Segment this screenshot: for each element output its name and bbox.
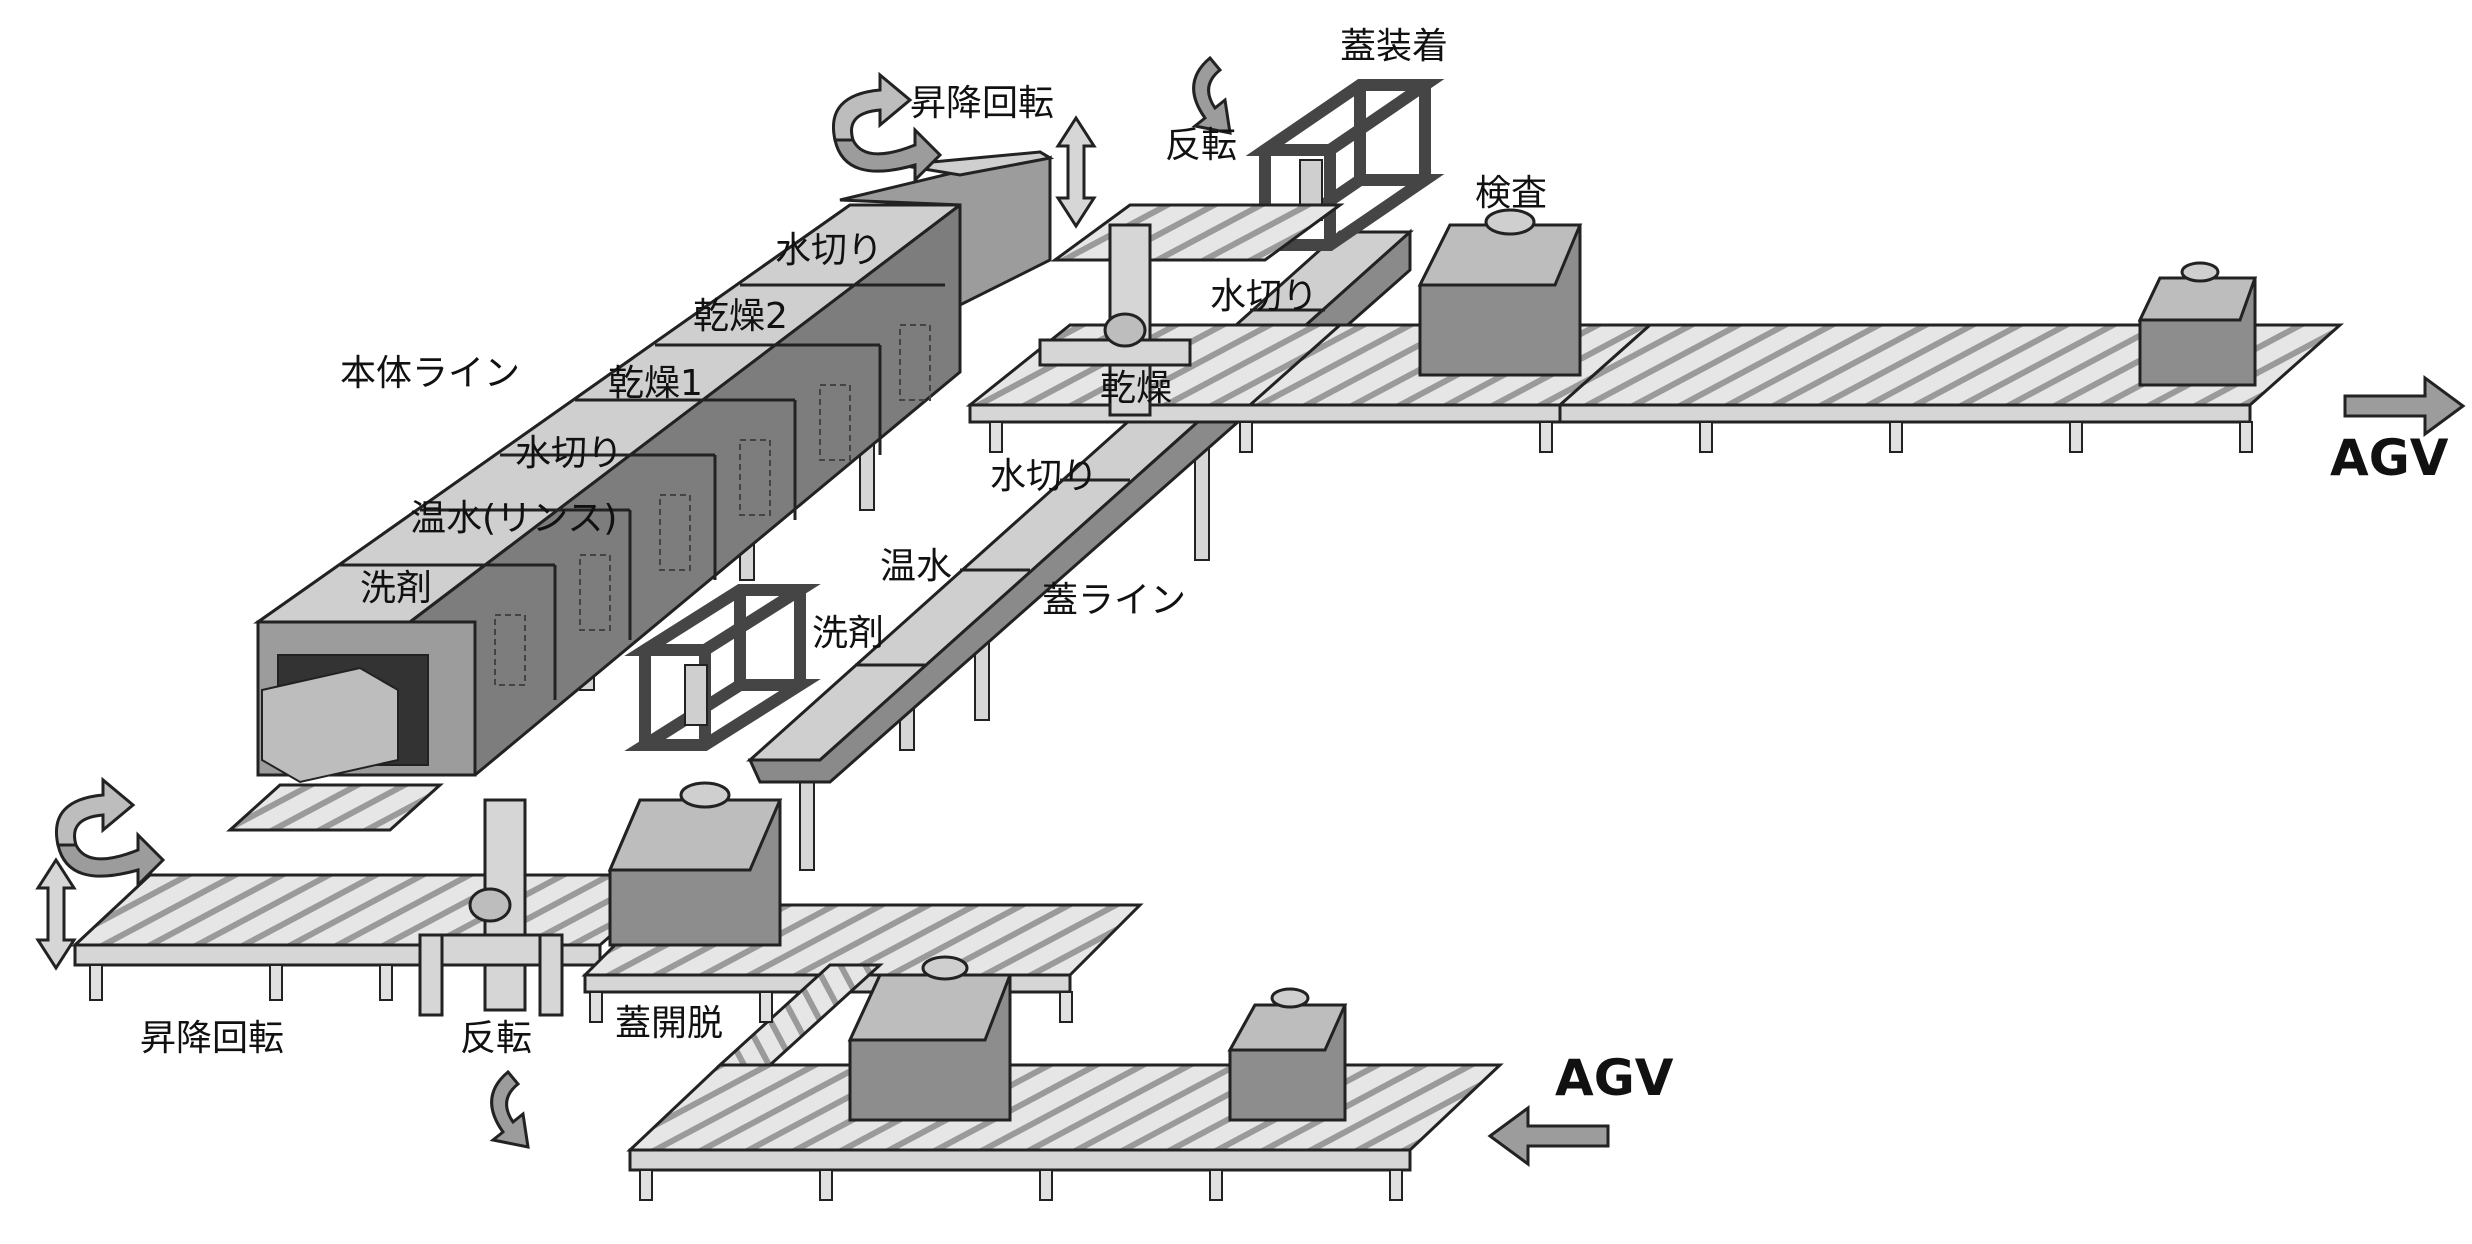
lid-station-label: 乾燥 — [1100, 368, 1172, 409]
lid-station-label: 温水 — [880, 546, 952, 587]
rotate-arrow-icon — [832, 71, 943, 184]
main-station-label: 乾燥2 — [693, 296, 788, 337]
tank-1 — [607, 781, 783, 947]
rotate-arrow-icon — [55, 776, 166, 889]
tank-3 — [1227, 987, 1348, 1122]
flip-station-top — [1038, 223, 1192, 417]
main-line-windows — [494, 324, 931, 686]
label-agv-in: AGV — [1555, 1049, 1674, 1107]
tank-outgoing — [2137, 261, 2258, 387]
label-flip-bottom: 反転 — [460, 1018, 532, 1059]
flip-arrow-icon — [489, 1069, 530, 1149]
label-lift-rotate-top: 昇降回転 — [910, 83, 1054, 124]
main-station-label: 乾燥1 — [608, 363, 703, 404]
label-flip-top: 反転 — [1165, 125, 1237, 166]
lid-station-label: 水切り — [1210, 276, 1318, 317]
label-agv-out: AGV — [2330, 429, 2449, 487]
main-station-label: 水切り — [515, 433, 623, 474]
main-line-group — [253, 150, 1055, 784]
label-main-line: 本体ライン — [340, 353, 520, 394]
label-lid-line: 蓋ライン — [1042, 580, 1186, 621]
lid-station-label: 洗剤 — [812, 613, 884, 654]
label-lift-rotate-bottom: 昇降回転 — [140, 1018, 284, 1059]
vertical-arrow-icon — [1055, 115, 1097, 229]
right-arrow-icon — [2343, 375, 2466, 437]
vertical-arrow-icon — [35, 857, 77, 971]
lid-line-side — [747, 228, 1412, 784]
left-arrow-icon — [1487, 1105, 1610, 1167]
label-inspection: 検査 — [1475, 173, 1547, 214]
flip-station-bottom — [418, 798, 564, 1017]
labels: 昇降回転 反転 蓋装着 検査 本体ライン 蓋ライン 昇降回転 反転 蓋開脱 AG… — [140, 26, 2449, 1107]
label-lid-attach: 蓋装着 — [1340, 26, 1448, 67]
main-line-segments — [340, 283, 945, 700]
main-station-label: 温水(リンス) — [410, 498, 617, 539]
main-station-label: 水切り — [775, 230, 883, 271]
label-lid-remove: 蓋開脱 — [615, 1003, 723, 1044]
conveyors — [71, 203, 2344, 1172]
lid-station-label: 水切り — [990, 456, 1098, 497]
main-station-label: 洗剤 — [360, 568, 432, 609]
tank-2 — [847, 955, 1013, 1122]
flip-arrow-icon — [1191, 55, 1232, 135]
conveyor-legs — [89, 421, 2253, 1201]
tank-inspection — [1417, 208, 1583, 377]
